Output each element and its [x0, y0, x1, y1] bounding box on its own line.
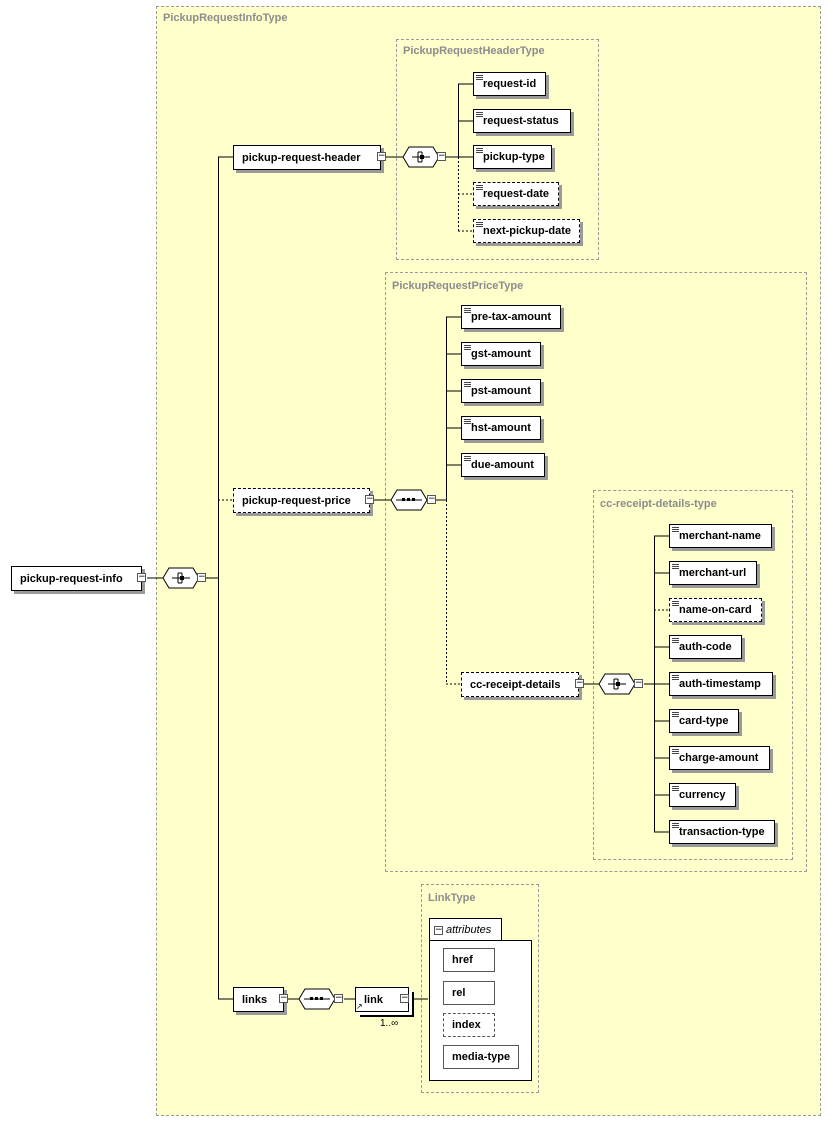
element-merchant-name[interactable]: merchant-name [669, 524, 772, 548]
pickup-request-header-type-region [396, 39, 599, 260]
attributes-tab[interactable]: − attributes [429, 918, 502, 941]
cc-receipt-details-type-region [593, 490, 793, 860]
element-links[interactable]: links [233, 987, 284, 1012]
collapse-icon[interactable]: − [434, 924, 443, 935]
element-request-id[interactable]: request-id [473, 72, 546, 96]
pickup-request-price-type-region [385, 272, 807, 872]
element-card-type[interactable]: card-type [669, 709, 739, 733]
price-type-label: PickupRequestPriceType [392, 280, 524, 292]
sequence-compositor-price[interactable] [390, 489, 436, 511]
element-charge-amount[interactable]: charge-amount [669, 746, 770, 770]
element-transaction-type[interactable]: transaction-type [669, 820, 775, 844]
cc-type-label: cc-receipt-details-type [600, 498, 717, 510]
element-pickup-request-price[interactable]: pickup-request-price [233, 488, 370, 513]
collapse-icon[interactable]: − [400, 993, 409, 1003]
element-auth-timestamp[interactable]: auth-timestamp [669, 672, 773, 696]
collapse-icon[interactable]: − [377, 151, 386, 161]
collapse-icon[interactable]: − [427, 494, 436, 504]
element-hst-amount[interactable]: hst-amount [461, 416, 541, 440]
element-pre-tax-amount[interactable]: pre-tax-amount [461, 305, 561, 329]
element-due-amount[interactable]: due-amount [461, 453, 545, 477]
sequence-compositor-links[interactable] [298, 988, 344, 1010]
collapse-icon[interactable]: − [197, 572, 206, 582]
element-request-status[interactable]: request-status [473, 109, 571, 133]
element-request-date[interactable]: request-date [473, 182, 559, 206]
attribute-media-type[interactable]: media-type [443, 1045, 519, 1069]
element-pickup-type[interactable]: pickup-type [473, 145, 552, 169]
collapse-icon[interactable]: − [365, 494, 374, 504]
element-name-on-card[interactable]: name-on-card [669, 598, 762, 622]
attribute-href[interactable]: href [443, 948, 495, 972]
link-type-label: LinkType [428, 892, 476, 904]
info-type-label: PickupRequestInfoType [163, 12, 288, 24]
collapse-icon[interactable]: − [634, 678, 643, 688]
element-next-pickup-date[interactable]: next-pickup-date [473, 219, 580, 243]
element-auth-code[interactable]: auth-code [669, 635, 742, 659]
link-type-region [421, 884, 539, 1093]
reference-arrow-icon: ↗ [356, 1002, 363, 1011]
attribute-index[interactable]: index [443, 1013, 495, 1037]
collapse-icon[interactable]: − [334, 993, 343, 1003]
occurrence-label: 1..∞ [380, 1018, 399, 1029]
element-merchant-url[interactable]: merchant-url [669, 561, 757, 585]
element-currency[interactable]: currency [669, 783, 736, 807]
collapse-icon[interactable]: − [137, 572, 146, 582]
collapse-icon[interactable]: − [575, 678, 584, 688]
collapse-icon[interactable]: − [279, 993, 288, 1003]
element-pickup-request-header[interactable]: pickup-request-header [233, 145, 381, 170]
choice-compositor-root[interactable] [162, 567, 208, 589]
element-gst-amount[interactable]: gst-amount [461, 342, 541, 366]
choice-compositor-header[interactable] [402, 146, 448, 168]
element-pickup-request-info[interactable]: pickup-request-info [11, 566, 142, 591]
element-cc-receipt-details[interactable]: cc-receipt-details [461, 672, 579, 697]
element-pst-amount[interactable]: pst-amount [461, 379, 541, 403]
attribute-rel[interactable]: rel [443, 981, 495, 1005]
collapse-icon[interactable]: − [437, 151, 446, 161]
header-type-label: PickupRequestHeaderType [403, 45, 545, 57]
choice-compositor-cc[interactable] [598, 673, 644, 695]
attributes-label: attributes [446, 924, 492, 936]
